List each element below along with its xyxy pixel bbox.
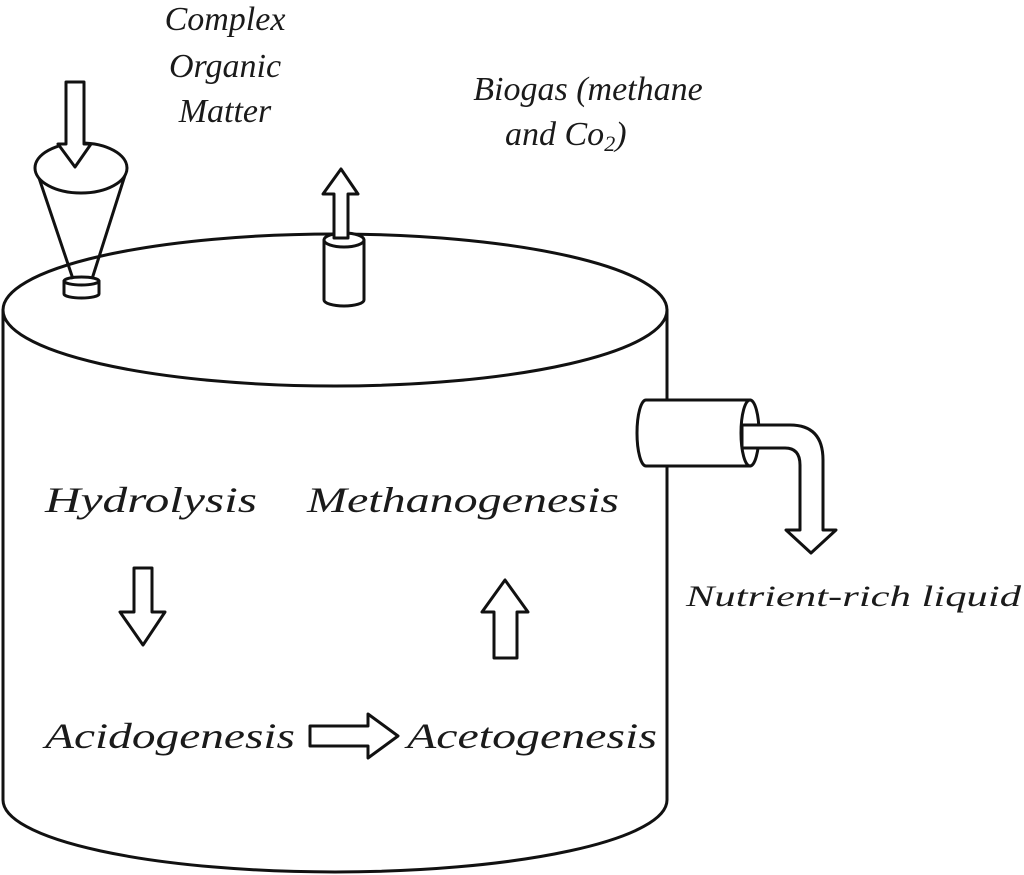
funnel-cone bbox=[35, 171, 128, 280]
acidogenesis-label: Acidogenesis bbox=[42, 716, 295, 756]
biogas-label-line2: and Co2) bbox=[505, 116, 627, 156]
digester-tank bbox=[1, 232, 669, 874]
gas-outlet bbox=[321, 167, 366, 308]
liquid-outlet-pipe bbox=[635, 398, 752, 468]
acidogenesis-to-acetogenesis-arrow-icon bbox=[308, 712, 400, 760]
input-arrow-down-icon bbox=[56, 80, 93, 169]
liquid-arrow-down-icon bbox=[740, 423, 838, 555]
output-label: Nutrient-rich liquid bbox=[685, 580, 1023, 613]
acetogenesis-to-methanogenesis-arrow-icon bbox=[480, 578, 530, 660]
input-label-line2: Organic bbox=[169, 48, 281, 85]
biogas-arrow-up-icon bbox=[321, 167, 360, 240]
hydrolysis-to-acidogenesis-arrow-icon bbox=[118, 566, 167, 647]
biogas-label-paren: ) bbox=[613, 116, 626, 153]
biogas-label-line1: Biogas (methane bbox=[473, 71, 702, 108]
hydrolysis-label: Hydrolysis bbox=[44, 480, 257, 520]
input-label-line1: Complex bbox=[165, 1, 286, 38]
input-label-line3: Matter bbox=[178, 93, 272, 130]
liquid-outlet bbox=[635, 398, 838, 555]
tank-body bbox=[1, 308, 669, 874]
methanogenesis-label: Methanogenesis bbox=[306, 480, 619, 520]
gas-outlet-pipe bbox=[322, 238, 366, 308]
acetogenesis-label: Acetogenesis bbox=[404, 716, 657, 756]
feed-funnel bbox=[33, 80, 129, 300]
biogas-label-subscript: 2 bbox=[604, 131, 615, 156]
biogas-label-text: and Co bbox=[505, 116, 604, 153]
